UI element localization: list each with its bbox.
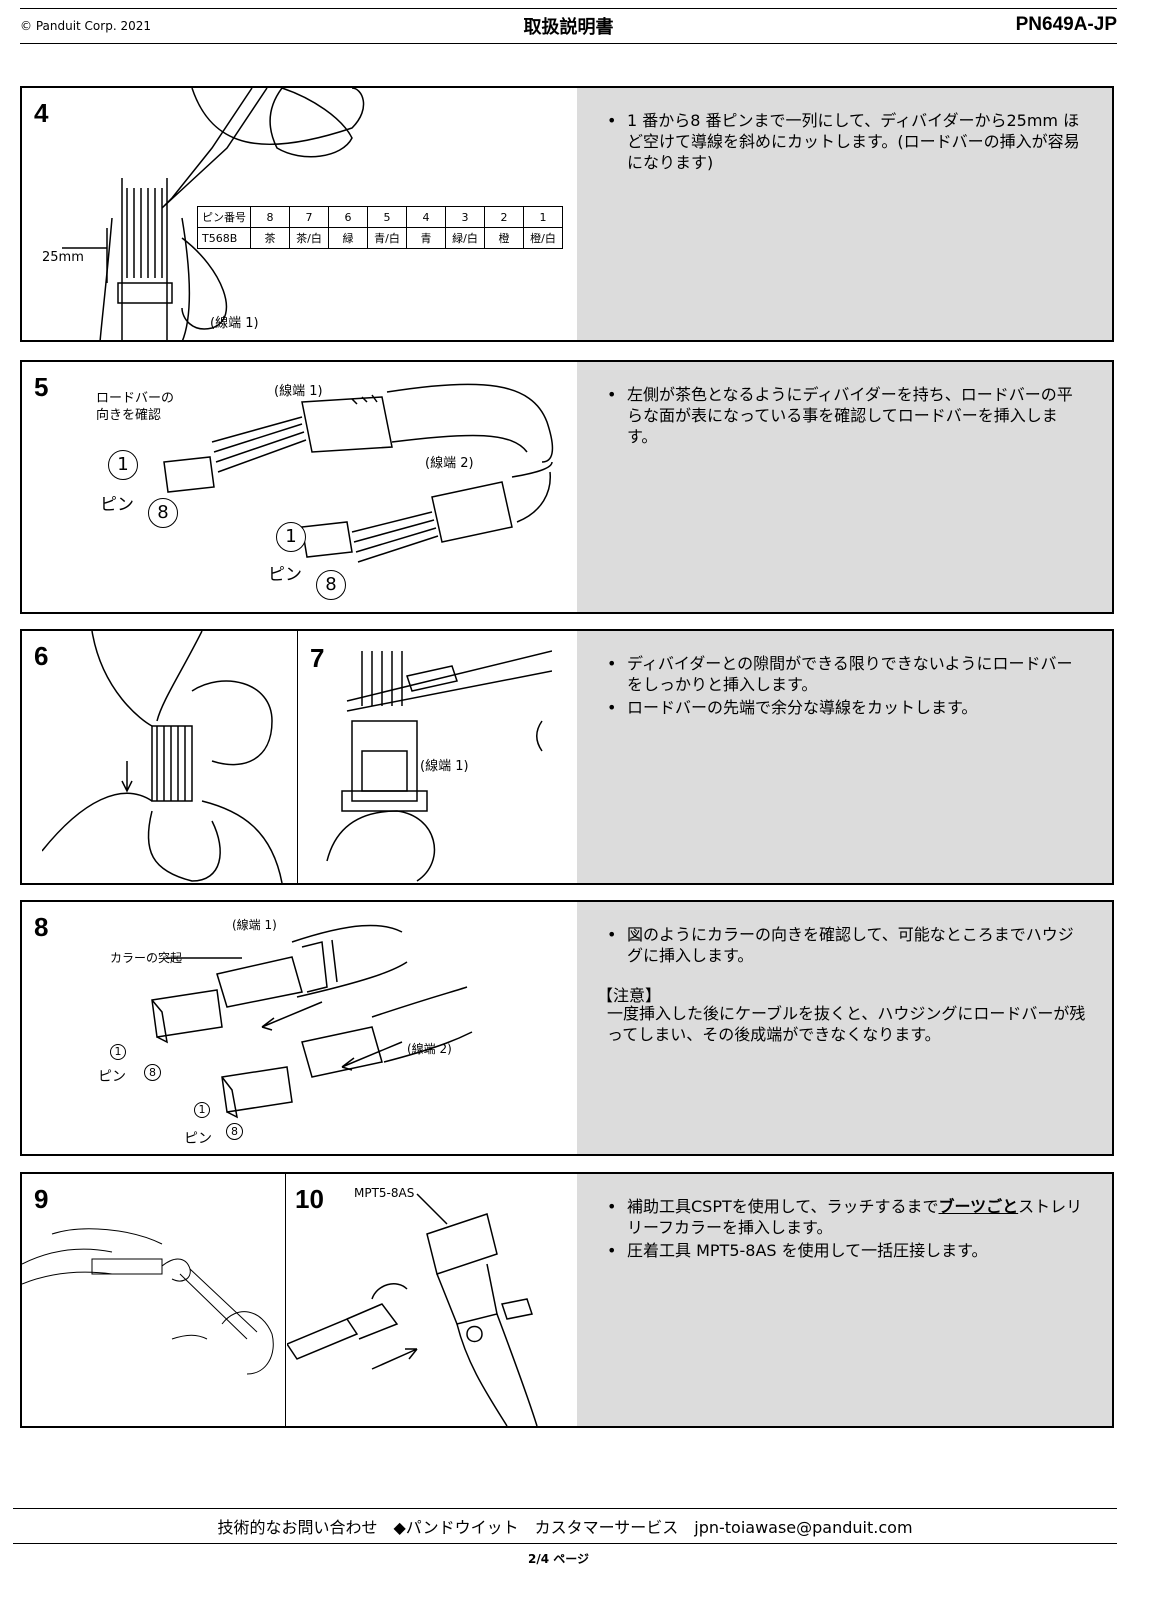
collar-protrusion-label: カラーの突起 [110,951,183,965]
cable-cutting-illustration [62,88,365,342]
step-4-panel: 4 25mm (線端 1) ピン番号 8 7 6 5 4 3 2 1 T568 [20,86,1114,342]
instruction-item: 図のようにカラーの向きを確認して、可能なところまでハウジグに挿入します。 [605,924,1085,966]
step-number: 6 [34,641,49,671]
document-title: 取扱説明書 [523,17,614,38]
step-9-10-instructions: 補助工具CSPTを使用して、ラッチするまでブーツごとストレリリーフカラーを挿入し… [577,1174,1112,1426]
tool-model-label: MPT5-8AS [354,1186,415,1200]
load-bar-insertion-illustration [163,383,554,563]
step-5-instructions: 左側が茶色となるようにディバイダーを持ち、ロードバーの平らな面が表になっている事… [577,362,1112,612]
instruction-item: 1 番から8 番ピンまで一列にして、ディバイダーから25mm ほど空けて導線を斜… [605,110,1085,173]
crimping-tool-illustration [287,1193,538,1426]
document-code: PN649A-JP [1015,14,1117,35]
table-cell: 5 [367,206,407,228]
caution-text: 一度挿入した後にケーブルを抜くと、ハウジングにロードバーが残ってしまい、その後成… [607,1004,1086,1044]
table-cell: 橙 [484,227,524,249]
pin-8-marker: 8 [316,570,346,600]
housing-insertion-illustration [151,924,473,1119]
instruction-item: 左側が茶色となるようにディバイダーを持ち、ロードバーの平らな面が表になっている事… [605,384,1085,447]
instruction-text: ストレリリーフカラーを挿入します。 [627,1197,1083,1237]
table-row: T568B 茶 茶/白 緑 青/白 青 緑/白 橙 橙/白 [197,227,563,249]
pin-1-marker: 1 [110,1044,126,1060]
page-header: © Panduit Corp. 2021 取扱説明書 PN649A-JP [20,8,1117,44]
instruction-item: 補助工具CSPTを使用して、ラッチするまでブーツごとストレリリーフカラーを挿入し… [605,1196,1085,1238]
pin-1-marker: 1 [276,522,306,552]
step-number: 10 [295,1184,324,1214]
step-4-instructions: 1 番から8 番ピンまで一列にして、ディバイダーから25mm ほど空けて導線を斜… [577,88,1112,340]
step-9-10-panel: 9 10 MPT5-8AS 補助工具CSPTを使用して、 [20,1172,1114,1428]
load-bar-press-illustration [42,631,283,883]
caution-heading: 【注意】 [597,986,662,1005]
step-8-panel: 8 (線端 1) カラーの突起 (線端 2) 1 ピン 8 1 ピン 8 図のよ… [20,900,1114,1156]
table-cell: 橙/白 [523,227,563,249]
cable-end-label: (線端 1) [420,759,469,774]
table-cell: 1 [523,206,563,228]
copyright: © Panduit Corp. 2021 [20,19,151,33]
trim-wires-illustration [326,650,552,882]
orientation-callout: ロードバーの 向きを確認 [96,391,175,423]
dimension-label: 25mm [42,250,84,265]
table-cell: 青/白 [367,227,407,249]
cable-end-2-label: (線端 2) [425,456,474,471]
pin-label: ピン [184,1131,212,1147]
panel-divider [297,631,298,883]
table-cell: 緑 [328,227,368,249]
emphasis-text: ブーツごと [938,1197,1019,1216]
instruction-item: 圧着工具 MPT5-8AS を使用して一括圧接します。 [605,1240,1085,1261]
step-number: 9 [34,1184,49,1214]
step-number: 8 [34,912,49,942]
step-number: 5 [34,372,49,402]
table-cell: 4 [406,206,446,228]
page-number: 2/4 ページ [527,1552,590,1566]
cable-end-1-label: (線端 1) [232,918,277,932]
pin-label: ピン [268,565,302,585]
pin-8-marker: 8 [226,1123,243,1140]
instruction-item: ディバイダーとの隙間ができる限りできないようにロードバーをしっかりと挿入します。 [605,653,1085,695]
pin-1-marker: 1 [194,1102,210,1118]
step-5-panel: 5 ロードバーの 向きを確認 (線端 1) (線端 2) 1 ピン 8 1 ピン… [20,360,1114,614]
table-cell: 緑/白 [445,227,485,249]
pin-assignment-table: ピン番号 8 7 6 5 4 3 2 1 T568B 茶 茶/白 緑 青/白 青… [197,206,563,249]
pin-8-marker: 8 [144,1064,161,1081]
pin-1-marker: 1 [108,450,138,480]
table-cell: 青 [406,227,446,249]
cable-end-2-label: (線端 2) [407,1042,452,1056]
instruction-text: 補助工具CSPTを使用して、ラッチするまで [627,1197,939,1216]
panel-divider [285,1174,286,1426]
pin-8-marker: 8 [148,498,178,528]
step-6-7-instructions: ディバイダーとの隙間ができる限りできないようにロードバーをしっかりと挿入します。… [577,631,1112,883]
table-cell: 6 [328,206,368,228]
cspt-tool-illustration [22,1228,274,1375]
table-cell: 茶/白 [289,227,329,249]
table-cell: 3 [445,206,485,228]
pin-label: ピン [100,495,134,515]
step-number: 4 [34,98,49,128]
table-row: ピン番号 8 7 6 5 4 3 2 1 [197,206,563,228]
pin-label: ピン [98,1069,126,1085]
table-cell: 7 [289,206,329,228]
table-cell: T568B [197,227,251,249]
instruction-item: ロードバーの先端で余分な導線をカットします。 [605,697,1085,718]
cable-end-1-label: (線端 1) [274,384,323,399]
table-cell: 8 [250,206,290,228]
cable-end-label: (線端 1) [210,316,259,331]
step-6-7-panel: 6 7 (線端 1) ディバイダーとの隙間ができる限りできないようにロードバーを… [20,629,1114,885]
table-cell: 2 [484,206,524,228]
page-footer: 技術的なお問い合わせ ◆パンドウイット カスタマーサービス jpn-toiawa… [13,1508,1117,1544]
table-cell: ピン番号 [197,206,251,228]
table-cell: 茶 [250,227,290,249]
contact-info: 技術的なお問い合わせ ◆パンドウイット カスタマーサービス jpn-toiawa… [217,1518,913,1537]
step-number: 7 [310,643,325,673]
step-8-instructions: 図のようにカラーの向きを確認して、可能なところまでハウジグに挿入します。 【注意… [577,902,1112,1154]
